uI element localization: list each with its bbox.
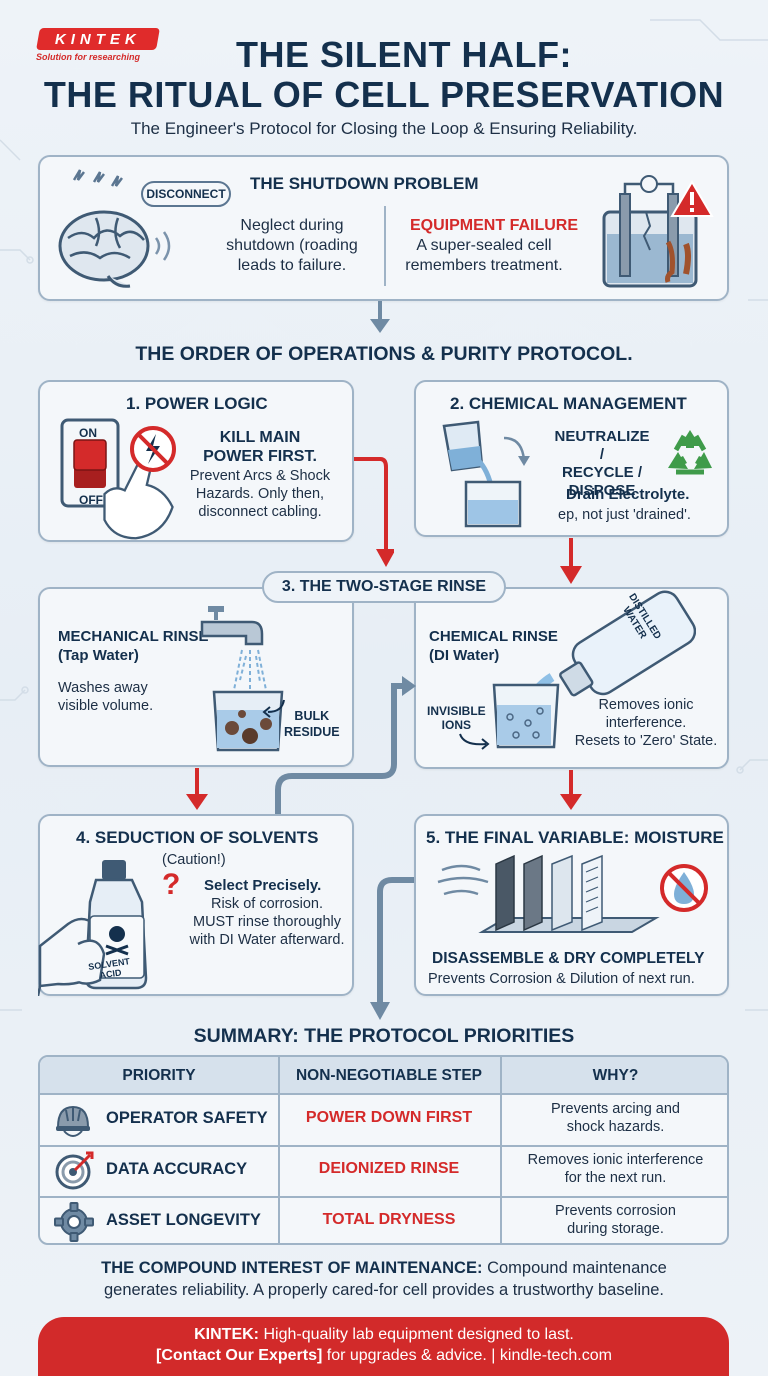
bulk-residue-pointer-icon [262, 699, 285, 718]
table-row-step: POWER DOWN FIRST [305, 1109, 473, 1126]
website-link[interactable]: for upgrades & advice. | kindle-tech.com [322, 1347, 612, 1364]
no-electricity-icon [130, 426, 176, 472]
contact-experts-link[interactable]: [Contact Our Experts] [156, 1347, 323, 1364]
step2-headline: NEUTRALIZE /RECYCLE /DISPOSE [554, 428, 650, 499]
question-mark-icon: ? [162, 868, 181, 901]
switch-off-label: OFF [79, 493, 103, 507]
flow-arrow-step1-to-3 [354, 457, 394, 567]
table-row-step: DEIONIZED RINSE [318, 1160, 460, 1177]
col-header-why: WHY? [592, 1067, 639, 1084]
step5-title: 5. THE FINAL VARIABLE: MOISTURE [426, 828, 724, 847]
step2-title: 2. CHEMICAL MANAGEMENT [450, 394, 687, 413]
power-switch-icon [60, 418, 174, 540]
col-divider [500, 1057, 502, 1243]
col-header-step: NON-NEGOTIABLE STEP [295, 1067, 482, 1084]
col-header-priority: PRIORITY [122, 1067, 196, 1084]
page-subtitle: The Engineer's Protocol for Closing the … [130, 119, 638, 138]
summary-title: SUMMARY: THE PROTOCOL PRIORITIES [193, 1025, 575, 1047]
step3-mechanical-rinse-card [38, 587, 354, 767]
gear-icon [54, 1202, 94, 1242]
equipment-failure-title: EQUIPMENT FAILURE [410, 217, 579, 234]
disconnect-bubble: DISCONNECT [141, 181, 231, 207]
page-title-line2: THE RITUAL OF CELL PRESERVATION [43, 74, 725, 115]
footer-line1: KINTEK: High-quality lab equipment desig… [194, 1326, 574, 1343]
flow-arrow-down [370, 301, 390, 333]
brain-icon [58, 169, 171, 288]
step2-text: ep, not just 'drained'. [558, 507, 691, 523]
recycle-icon [668, 430, 712, 475]
flow-arrow-step2-to-3 [560, 538, 582, 584]
shutdown-divider [384, 206, 386, 286]
summary-table: PRIORITY NON-NEGOTIABLE STEP WHY? OPERAT… [38, 1055, 729, 1245]
flow-connector-to-summary [370, 877, 416, 1020]
step3-title: 3. THE TWO-STAGE RINSE [262, 571, 506, 603]
distilled-water-bottle-icon [492, 590, 696, 749]
compound-interest-lead: THE COMPOUND INTEREST OF MAINTENANCE: [101, 1259, 483, 1277]
row-divider [40, 1196, 727, 1198]
table-row-priority: ASSET LONGEVITY [106, 1211, 261, 1229]
drying-plates-icon [437, 854, 708, 933]
tap-water-icon [200, 606, 284, 752]
compound-interest-line2: generates reliability. A properly cared-… [103, 1281, 665, 1299]
compound-interest-line1: THE COMPOUND INTEREST OF MAINTENANCE: Co… [101, 1259, 667, 1277]
table-row-step: TOTAL DRYNESS [322, 1211, 456, 1228]
step5-headline: DISASSEMBLE & DRY COMPLETELY [432, 950, 705, 967]
step1-title: 1. POWER LOGIC [126, 394, 268, 413]
col-divider [278, 1057, 280, 1243]
footer-banner [38, 1317, 729, 1376]
logo-tagline: Solution for researching [36, 52, 141, 62]
flow-arrow-step3-to-4 [186, 768, 208, 810]
table-row-priority: DATA ACCURACY [106, 1160, 248, 1178]
target-icon [55, 1151, 94, 1190]
page-title-line1: THE SILENT HALF: [236, 34, 572, 75]
mechanical-rinse-title: MECHANICAL RINSE(Tap Water) [58, 628, 209, 664]
flow-arrow-step3-to-5 [560, 770, 582, 810]
footer-line2: [Contact Our Experts] for upgrades & adv… [0, 1347, 768, 1365]
flow-connector-mech-to-chem [275, 676, 416, 816]
step4-headline: Select Precisely. [204, 877, 322, 894]
solvent-bottle-hand-icon [38, 860, 148, 996]
chemical-rinse-title: CHEMICAL RINSE(DI Water) [429, 628, 558, 664]
switch-on-label: ON [79, 426, 97, 440]
ions-pointer-icon [459, 733, 490, 750]
step4-title: 4. SEDUCTION OF SOLVENTS [76, 828, 319, 847]
section-title: THE ORDER OF OPERATIONS & PURITY PROTOCO… [135, 343, 633, 365]
shutdown-title: THE SHUTDOWN PROBLEM [250, 174, 479, 193]
row-divider [40, 1145, 727, 1147]
step5-text: Prevents Corrosion & Dilution of next ru… [428, 971, 695, 987]
table-row-priority: OPERATOR SAFETY [106, 1109, 268, 1127]
pouring-beaker-icon [442, 420, 530, 528]
corroded-cell-icon [602, 175, 714, 288]
summary-table-header [40, 1057, 727, 1095]
step4-caution: (Caution!) [162, 852, 226, 868]
hard-hat-icon [56, 1105, 90, 1137]
step2-sub: Drain Electrolyte. [566, 486, 690, 503]
